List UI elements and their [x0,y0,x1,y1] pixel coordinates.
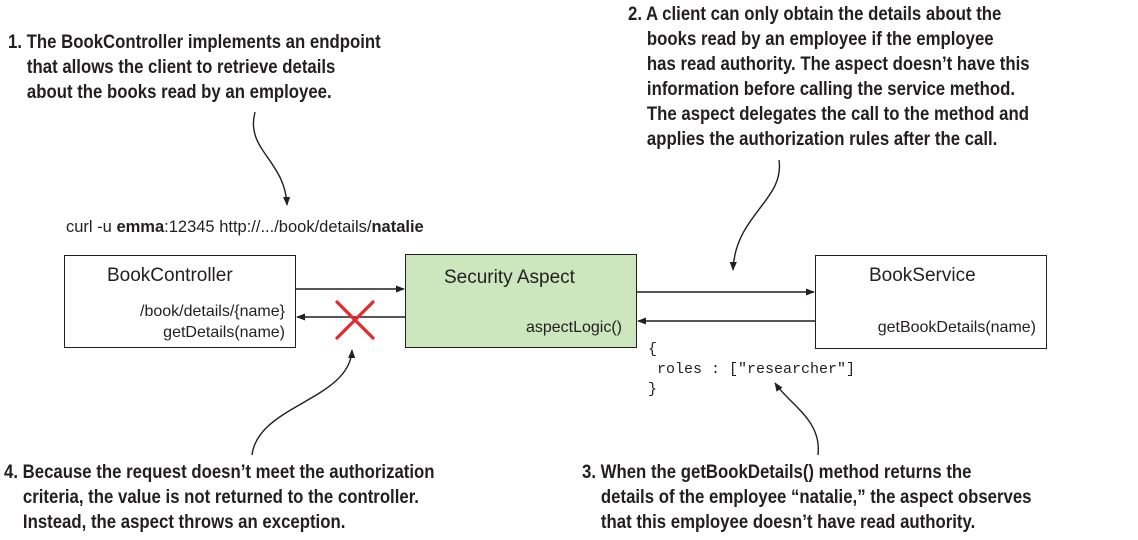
callout-3-line-1: When the getBookDetails() method returns… [600,461,972,483]
json-roles: roles : ["researcher"] [648,361,856,378]
security-aspect-box: Security Aspect aspectLogic() [405,254,637,348]
returned-value-json: { roles : ["researcher"] } [648,340,855,400]
callout-3-pointer [774,382,819,456]
json-close-brace: } [648,381,658,398]
callout-2-pointer [729,159,781,271]
callout-3: 3. When the getBookDetails() method retu… [582,460,1032,535]
callout-1-pointer [252,111,291,206]
book-controller-endpoint: /book/details/{name} [140,303,285,320]
book-service-box: BookService getBookDetails(name) [815,255,1047,349]
curl-user: emma [116,218,165,236]
callout-2-line-6: applies the authorization rules after th… [646,128,998,150]
curl-prefix: curl -u [66,218,117,236]
callout-3-line-2: details of the employee “natalie,” the a… [600,486,1032,508]
blocked-x-icon [335,300,375,340]
callout-2-line-2: books read by an employee if the employe… [646,28,994,50]
curl-command: curl -u emma:12345 http://.../book/detai… [66,218,424,237]
callout-2-line-3: has read authority. The aspect doesn’t h… [646,53,1030,75]
callout-1: 1. The BookController implements an endp… [8,30,381,105]
callout-3-number: 3. [582,461,596,483]
curl-url: :12345 http://.../book/details/ [164,218,372,236]
callout-2-line-5: The aspect delegates the call to the met… [646,103,1029,125]
callout-1-line-2: that allows the client to retrieve detai… [26,56,336,78]
book-service-title: BookService [869,265,976,286]
callout-4: 4. Because the request doesn’t meet the … [4,460,435,535]
security-aspect-title: Security Aspect [444,267,575,288]
book-controller-method: getDetails(name) [163,324,285,341]
callout-4-number: 4. [4,461,18,483]
json-open-brace: { [648,341,658,358]
security-aspect-method: aspectLogic() [525,319,622,336]
book-service-method: getBookDetails(name) [877,319,1036,336]
callout-1-line-1: The BookController implements an endpoin… [26,31,381,53]
book-controller-box: BookController /book/details/{name} getD… [64,255,296,348]
callout-2-line-1: A client can only obtain the details abo… [646,3,1002,25]
callout-3-line-3: that this employee doesn’t have read aut… [600,511,976,533]
callout-4-pointer [251,349,356,456]
callout-2: 2. A client can only obtain the details … [628,2,1030,152]
callout-2-line-4: information before calling the service m… [646,78,1016,100]
callout-1-number: 1. [8,31,22,53]
callout-2-number: 2. [628,3,642,25]
curl-name: natalie [371,218,424,236]
callout-4-line-1: Because the request doesn’t meet the aut… [22,461,435,483]
book-controller-title: BookController [107,265,233,286]
callout-4-line-3: Instead, the aspect throws an exception. [22,511,346,533]
callout-4-line-2: criteria, the value is not returned to t… [22,486,419,508]
callout-1-line-3: about the books read by an employee. [26,81,332,103]
